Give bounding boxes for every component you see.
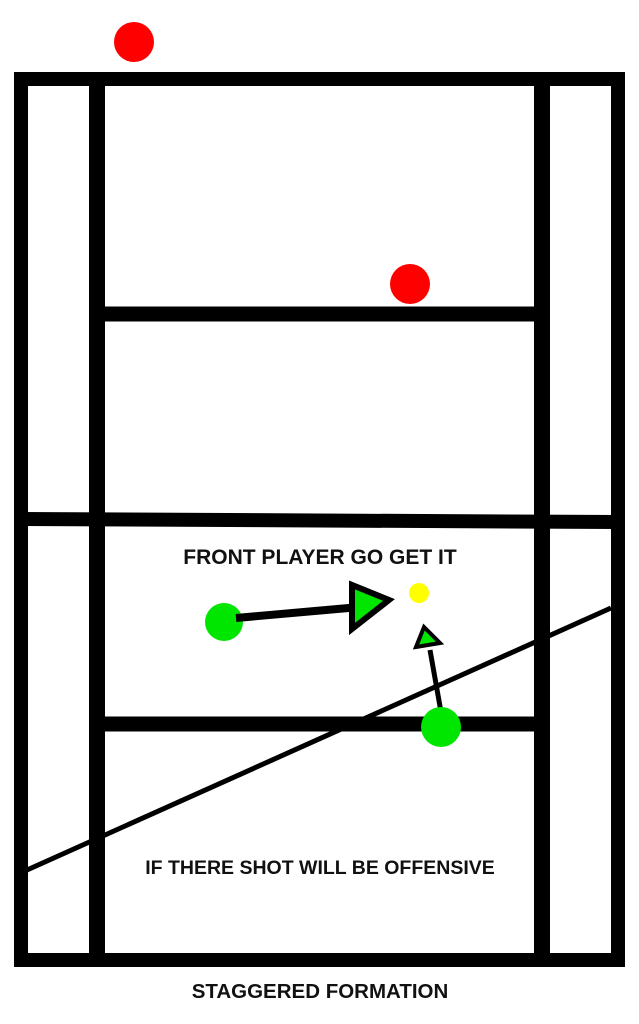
offensive-shot-annotation: IF THERE SHOT WILL BE OFFENSIVE: [145, 857, 495, 879]
back-player-movement-arrow: [427, 649, 444, 713]
shuttlecock-marker: [409, 583, 429, 603]
arrow-head-icon: [349, 580, 395, 636]
diagram-title: STAGGERED FORMATION: [191, 980, 449, 1003]
front-player-annotation: FRONT PLAYER GO GET IT: [183, 546, 457, 569]
shot-trajectory-line: [25, 605, 613, 873]
opponent-marker: [114, 22, 154, 62]
front-player-movement-arrow: [235, 603, 361, 622]
front-player-marker: [205, 603, 243, 641]
net-line: [20, 512, 619, 529]
arrow-head-icon: [412, 623, 445, 650]
opponent-marker: [390, 264, 430, 304]
back-player-marker: [421, 707, 461, 747]
